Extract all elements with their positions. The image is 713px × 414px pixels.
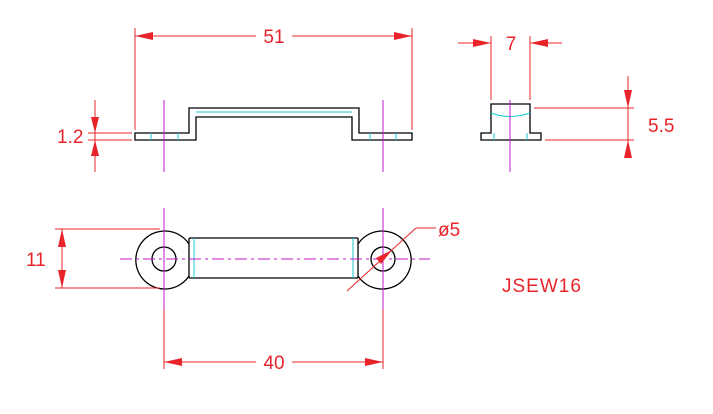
dimension-height-side: 5.5	[534, 76, 674, 158]
front-view-outline	[134, 107, 413, 141]
top-view-left-eye	[135, 230, 190, 290]
side-view	[480, 100, 542, 172]
dimension-dia5-label: ø5	[438, 220, 460, 241]
dimension-51-label: 51	[263, 27, 284, 48]
dimension-11-label: 11	[26, 250, 46, 271]
part-number-label: JSEW16	[502, 276, 582, 297]
dimension-width-top: 11	[26, 228, 160, 289]
dimension-hole-spacing: 40	[163, 310, 384, 374]
dimension-40-label: 40	[263, 353, 284, 374]
dimension-1-2-label: 1.2	[57, 127, 83, 148]
front-view	[134, 100, 413, 172]
top-view	[120, 208, 430, 310]
dimension-thickness: 1.2	[57, 100, 132, 172]
side-view-base	[480, 103, 542, 141]
top-view-right-eye	[357, 230, 412, 290]
dimension-overall-length: 51	[134, 27, 413, 130]
dimension-7-label: 7	[506, 34, 517, 55]
dimension-5-5-label: 5.5	[648, 116, 674, 137]
dimension-hole-diameter: ø5	[346, 220, 460, 292]
dimension-width-side: 7	[458, 34, 562, 100]
